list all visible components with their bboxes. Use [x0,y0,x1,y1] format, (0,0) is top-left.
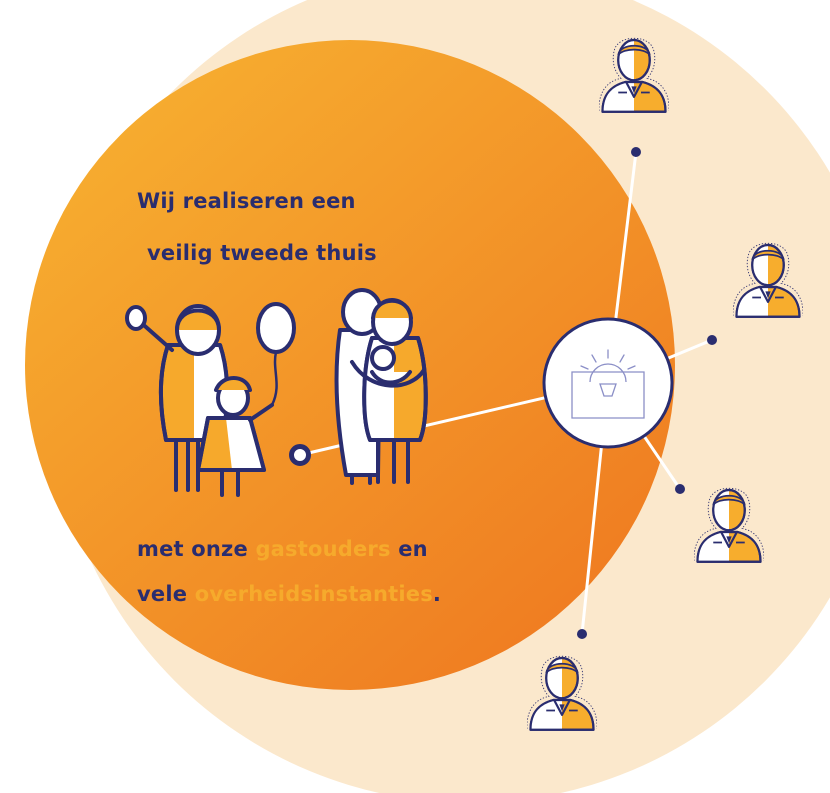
bottom-line-1-pre: met onze [137,537,256,561]
bottom-line-1: met onze gastouders en [137,530,428,568]
bottom-line-1-post: en [390,537,428,561]
bottom-line-2-pre: vele [137,582,195,606]
connector-dots [289,147,717,639]
headline-line-1: Wij realiseren een [137,189,356,213]
headline-line-2: veilig tweede thuis [147,241,377,265]
house-sun-icon [542,317,674,449]
family-balloon-icon [125,302,296,497]
family-parents-baby-icon [334,288,428,485]
overheidsinstanties-highlight: overheidsinstanties [194,582,433,606]
bottom-line-2: vele overheidsinstanties. [137,575,441,613]
gastouders-highlight: gastouders [255,537,391,561]
bottom-line-2-post: . [432,582,442,606]
